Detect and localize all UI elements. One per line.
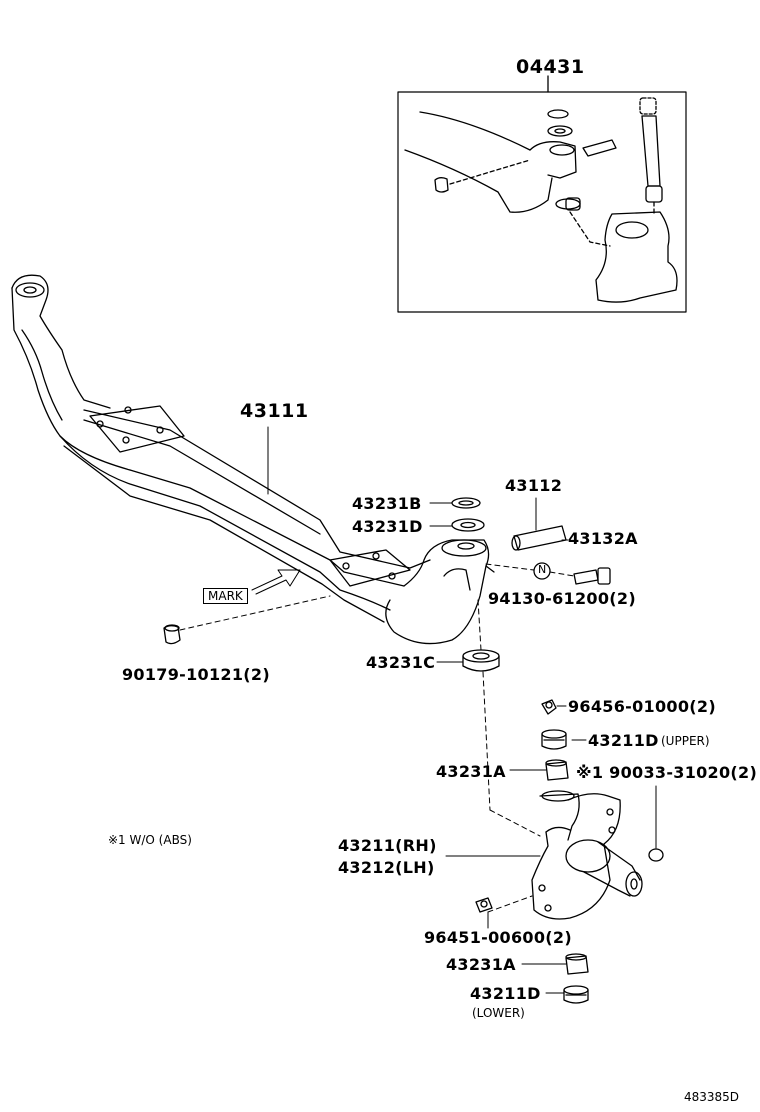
label-96456-01000: 96456-01000(2) [568, 697, 716, 716]
steering-knuckle [531, 790, 643, 920]
footnote: ※1 W/O (ABS) [108, 833, 192, 847]
label-96451-00600: 96451-00600(2) [424, 928, 572, 947]
label-94130-61200: 94130-61200(2) [488, 589, 636, 608]
label-90179-10121: 90179-10121(2) [122, 665, 270, 684]
label-04431: 04431 [516, 56, 585, 78]
leader-lines [251, 426, 657, 994]
assembly-dash-lines [179, 563, 575, 913]
label-43231a-upper: 43231A [436, 762, 506, 781]
new-part-symbol: N [538, 563, 547, 576]
label-43112: 43112 [505, 476, 563, 495]
upper-note: (UPPER) [661, 734, 710, 748]
label-90033-31020: ※1 90033-31020(2) [576, 763, 758, 782]
diagram-id: 483385D [684, 1090, 740, 1104]
label-43231d: 43231D [352, 517, 423, 536]
axle-beam [11, 274, 495, 645]
mark-label: MARK [203, 588, 248, 604]
lower-note: (LOWER) [472, 1006, 525, 1020]
label-43212-lh: 43212(LH) [338, 858, 435, 877]
small-parts [163, 497, 664, 1004]
label-43231b: 43231B [352, 494, 422, 513]
label-43132a: 43132A [568, 529, 638, 548]
label-43211d-lower: 43211D [470, 984, 541, 1003]
label-43211-rh: 43211(RH) [338, 836, 437, 855]
label-43231c: 43231C [366, 653, 436, 672]
inset-kit-box [397, 75, 687, 313]
label-43111: 43111 [240, 400, 309, 422]
label-43231a-lower: 43231A [446, 955, 516, 974]
label-43211d-upper: 43211D [588, 731, 659, 750]
